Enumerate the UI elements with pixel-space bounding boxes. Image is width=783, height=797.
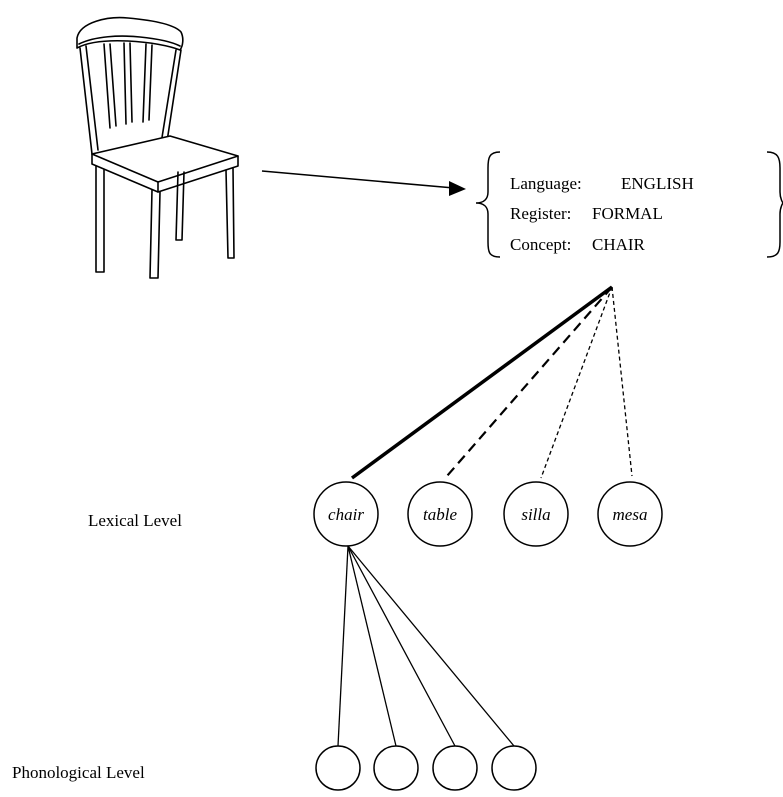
lexical-level-label: Lexical Level	[88, 511, 182, 530]
concept-box	[475, 151, 783, 258]
phonological-nodes	[315, 745, 537, 791]
arrow-chair-to-concept	[261, 170, 466, 196]
register-value: FORMAL	[592, 204, 663, 223]
lexical-node: silla	[503, 481, 569, 547]
lexical-node: mesa	[597, 481, 663, 547]
chair-top-rail	[76, 16, 184, 51]
phonological-node	[491, 745, 537, 791]
link-table	[446, 286, 613, 477]
phon-link	[347, 545, 515, 747]
phon-link	[337, 545, 349, 747]
concept-value: CHAIR	[592, 235, 646, 254]
lexical-node-word: chair	[328, 505, 364, 524]
lexical-phonological-links	[337, 545, 515, 747]
phon-link	[347, 545, 456, 747]
phonological-node	[373, 745, 419, 791]
link-chair	[350, 285, 614, 480]
chair-illustration	[76, 16, 239, 279]
phon-link	[347, 545, 397, 747]
chair-leg-back-mid	[175, 171, 185, 241]
chair-leg-front-right	[149, 189, 161, 279]
concept-lexical-links	[350, 285, 633, 480]
chair-spindles	[103, 42, 153, 129]
concept-rows: Language: ENGLISH Register: FORMAL Conce…	[510, 174, 694, 254]
chair-leg-back-right	[225, 167, 235, 259]
lexical-node-word: mesa	[613, 505, 648, 524]
phonological-level-label: Phonological Level	[12, 763, 145, 782]
chair-back-post-right	[159, 49, 182, 151]
phonological-node	[315, 745, 361, 791]
lexical-node: table	[407, 481, 473, 547]
right-brace	[766, 151, 783, 258]
phonological-node	[432, 745, 478, 791]
language-label: Language:	[510, 174, 582, 193]
register-label: Register:	[510, 204, 571, 223]
chair-back-post-left	[79, 45, 99, 155]
left-brace	[475, 151, 501, 258]
link-mesa	[611, 286, 633, 477]
chair-top-rail-shade	[78, 35, 181, 47]
lexical-node: chair	[313, 481, 379, 547]
lexical-node-word: table	[423, 505, 457, 524]
chair-seat	[91, 135, 239, 183]
language-value: ENGLISH	[621, 174, 694, 193]
lexical-nodes: chair table silla mesa	[313, 481, 663, 547]
lexical-node-word: silla	[521, 505, 550, 524]
chair-leg-front-left	[95, 165, 105, 273]
link-silla	[540, 286, 613, 479]
concept-label: Concept:	[510, 235, 571, 254]
